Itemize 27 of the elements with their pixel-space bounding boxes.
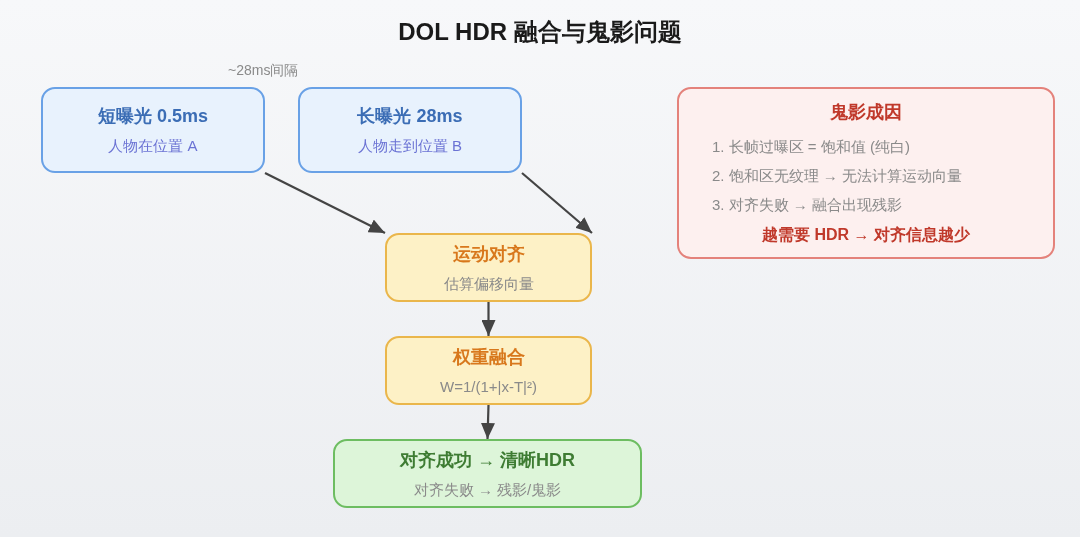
arrow [480,404,495,440]
process-box [385,336,592,405]
list-item: 1. 长帧过曝区 = 饱和值 (纯白) [712,136,910,157]
process-box [385,233,592,302]
box-subtext: 对齐失败 → 残影/鬼影 [413,479,562,500]
box-heading: 对齐成功 → 清晰HDR [400,448,575,472]
box-heading: 长曝光 28ms [357,105,463,128]
annotation-text: ~28ms间隔 [228,61,299,79]
box-subtext: W=1/(1+|x-T|²) [440,376,537,397]
box-subtext: 估算偏移向量 [443,273,534,294]
list-item: 3. 对齐失败 → 融合出现残影 [712,194,902,215]
process-box [41,87,265,173]
list-item: 2. 饱和区无纹理 → 无法计算运动向量 [712,165,962,186]
box-heading: 运动对齐 [452,242,525,266]
process-box [298,87,522,173]
conclusion-text: 越需要 HDR → 对齐信息越少 [762,224,970,245]
box-heading: 短曝光 0.5ms [97,105,208,128]
note-box [677,87,1055,259]
title: DOL HDR 融合与鬼影问题 [398,17,682,47]
arrow [521,172,593,234]
box-subtext: 人物走到位置 B [357,136,463,156]
box-heading: 权重融合 [452,345,525,369]
result-box [333,439,642,508]
box-heading: 鬼影成因 [830,100,902,124]
arrow [481,302,496,336]
arrow [264,172,386,234]
box-subtext: 人物在位置 A [108,136,198,156]
